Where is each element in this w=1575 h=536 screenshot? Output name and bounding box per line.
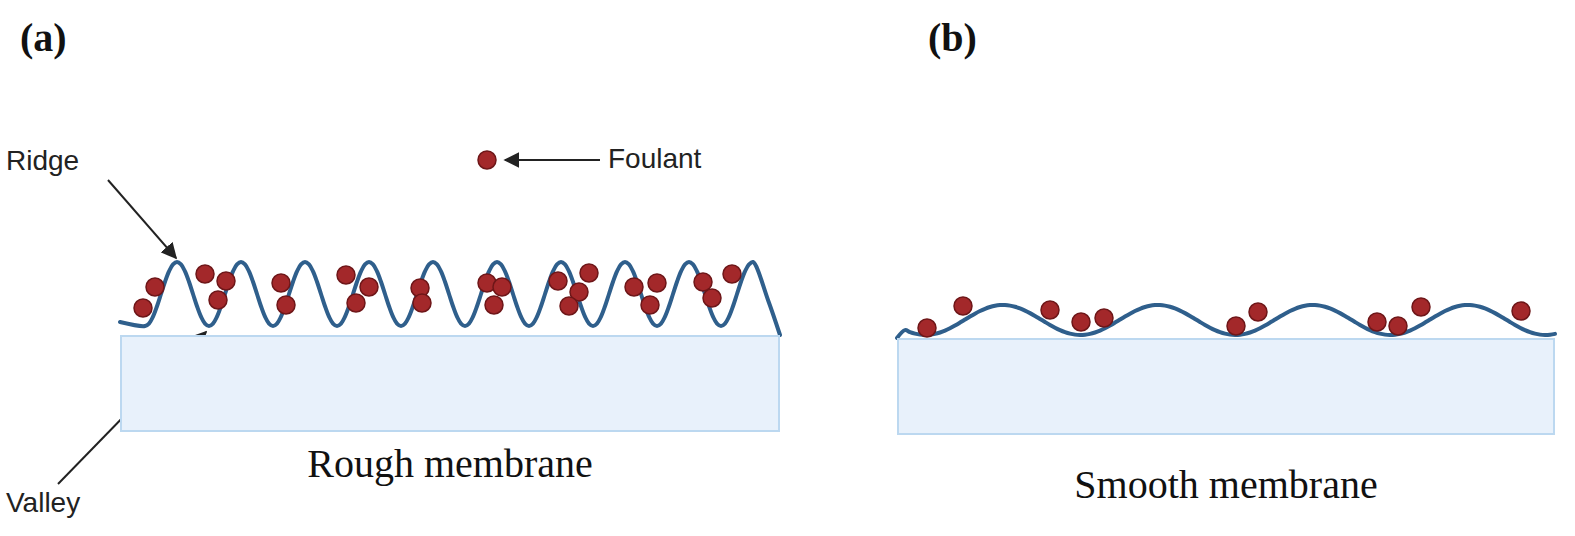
foulant-particle <box>277 296 295 314</box>
foulant-particle <box>1072 313 1090 331</box>
foulant-particle <box>723 265 741 283</box>
legend-label: Foulant <box>608 144 701 175</box>
foulant-particle <box>209 291 227 309</box>
foulant-particle <box>918 319 936 337</box>
membrane-surface <box>120 262 780 335</box>
part-label: Valley <box>6 488 80 519</box>
foulant-particle <box>493 278 511 296</box>
part-label: Ridge <box>6 146 79 177</box>
membrane-caption: Rough membrane <box>122 442 778 486</box>
foulant-particle <box>954 297 972 315</box>
foulant-particle <box>347 294 365 312</box>
foulant-particle <box>580 264 598 282</box>
foulant-particle <box>1412 298 1430 316</box>
foulant-particle <box>217 272 235 290</box>
foulant-particle <box>1389 317 1407 335</box>
foulant-particle <box>625 278 643 296</box>
membrane-layer: Smooth membrane <box>897 338 1555 435</box>
foulant-particle <box>549 272 567 290</box>
foulant-particle <box>360 278 378 296</box>
leader-line <box>505 159 600 161</box>
foulant-particle <box>703 289 721 307</box>
foulant-particle <box>1249 303 1267 321</box>
foulant-particle <box>146 278 164 296</box>
panel-letter: (a) <box>20 16 67 60</box>
foulant-particle <box>648 274 666 292</box>
foulant-particle <box>337 266 355 284</box>
foulant-particle <box>641 296 659 314</box>
foulant-particle <box>694 273 712 291</box>
foulant-particle <box>272 274 290 292</box>
foulant-particle <box>134 299 152 317</box>
foulant-particle <box>485 296 503 314</box>
foulant-particle <box>1095 309 1113 327</box>
panel-letter: (b) <box>928 16 977 60</box>
foulant-particle <box>1368 313 1386 331</box>
foulant-particle <box>196 265 214 283</box>
foulant-particle <box>413 294 431 312</box>
membrane-caption: Smooth membrane <box>899 463 1553 507</box>
foulant-particle <box>478 151 496 169</box>
membrane-layer: Rough membrane <box>120 335 780 432</box>
foulant-particle <box>1227 317 1245 335</box>
foulant-particle <box>1041 301 1059 319</box>
membrane-surface <box>897 305 1555 338</box>
leader-line <box>108 180 176 258</box>
foulant-particle <box>560 297 578 315</box>
foulant-particle <box>1512 302 1530 320</box>
